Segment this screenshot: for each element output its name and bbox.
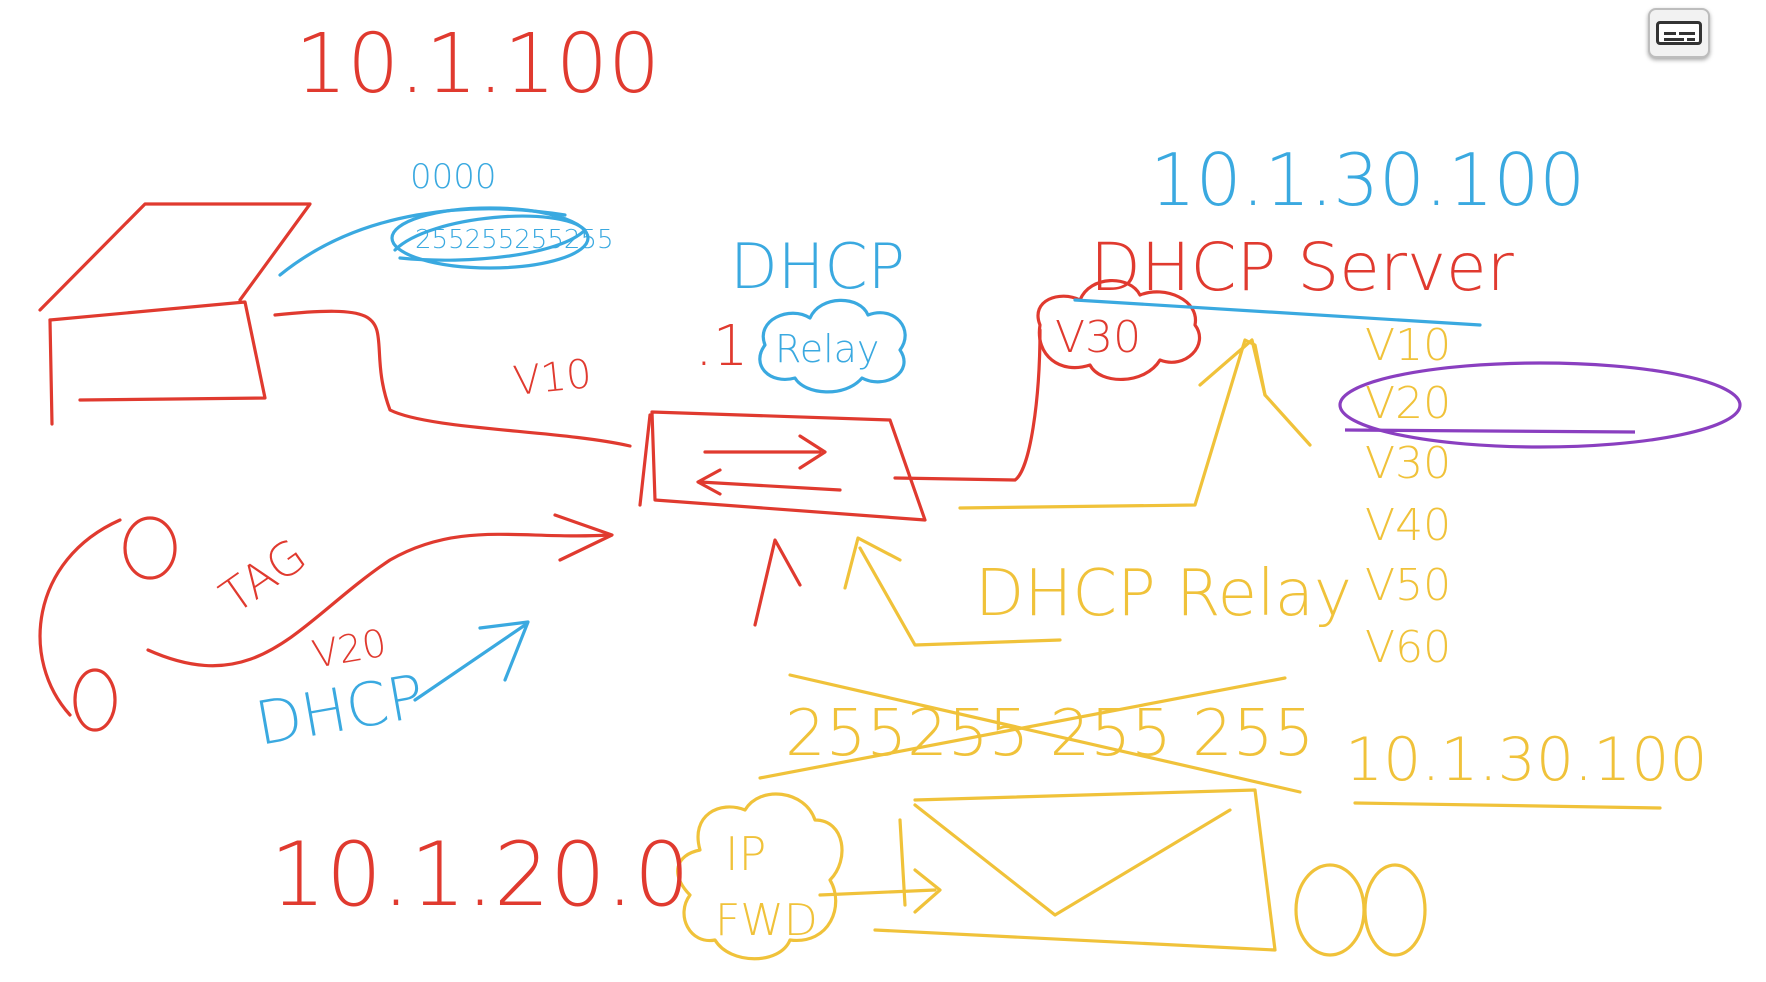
server-ip-yellow-label: 10.1.30.100 — [1345, 725, 1708, 795]
vlan-list-item: V30 — [1365, 438, 1451, 489]
vlan-list-item: V20 — [1365, 378, 1451, 429]
v20-arrowhead — [553, 513, 614, 562]
broadcast-ellipse — [390, 206, 590, 270]
v10-link-line — [273, 309, 632, 448]
dhcp-left-label: DHCP — [250, 661, 429, 759]
ip-fwd-arrow — [818, 888, 937, 897]
closed-captions-button[interactable] — [1648, 8, 1710, 58]
dhcp-server-underline — [1073, 298, 1482, 327]
closed-captions-icon — [1656, 21, 1702, 45]
relay-path-arrow — [1198, 338, 1267, 397]
server-ip-underline — [1353, 801, 1662, 810]
cross-line-1 — [788, 673, 1302, 794]
cross-line-2 — [758, 676, 1287, 780]
dhcp-request-arrow — [413, 623, 527, 702]
ip-fwd-cloud-shape — [676, 792, 844, 961]
envelope-drawing — [873, 788, 1277, 952]
dhcp-top-label: DHCP — [730, 230, 905, 303]
ip-fwd-label-1: IP — [725, 827, 766, 881]
vlan-list: V10 V20 V30 V40 V50 V60 — [1365, 320, 1451, 673]
vlan-list-item: V10 — [1365, 320, 1451, 371]
yellow-oval-1 — [1294, 863, 1366, 957]
trunk-to-v30-line — [893, 328, 1042, 482]
v30-cloud-label: V30 — [1055, 312, 1141, 363]
broadcast-crossed-label: 255255 255 255 — [785, 697, 1314, 771]
vlan-list-item: V60 — [1365, 622, 1451, 673]
relay-cloud-shape — [758, 298, 907, 394]
vlan-list-item: V50 — [1365, 560, 1451, 611]
dhcp-relay-label: DHCP Relay — [975, 557, 1352, 631]
ip-fwd-arrowhead — [913, 868, 942, 914]
relay-cloud-label: Relay — [775, 327, 879, 371]
yellow-oval-2 — [1363, 863, 1427, 957]
v10-label: V10 — [511, 351, 594, 405]
relay-back-line — [858, 546, 1062, 647]
broadcast-ellipse-2 — [393, 214, 587, 262]
relay-back-arrowhead — [843, 536, 902, 590]
voice-subnet-label: 10.1.20.0 — [270, 823, 690, 926]
ip-fwd-label-2: FWD — [715, 895, 818, 946]
v20-highlight-underline — [1344, 428, 1636, 434]
phone-drawing — [38, 516, 177, 732]
subnet-top-label: 10.1.100 — [295, 17, 660, 112]
up-arrow — [753, 538, 802, 627]
vlan-list-item: V40 — [1365, 500, 1451, 551]
dhcp-server-label: DHCP Server — [1090, 229, 1515, 306]
v20-tagged-link-line — [146, 532, 612, 668]
dhcp-request-arrowhead — [478, 620, 530, 682]
tag-label: TAG — [210, 528, 315, 624]
laptop-drawing — [38, 202, 312, 426]
broadcast-blue-top-label: 0000 — [410, 157, 497, 197]
switch-drawing — [638, 410, 927, 522]
server-ip-label: 10.1.30.100 — [1150, 138, 1585, 222]
broadcast-blue-label: 255255255255 — [415, 225, 614, 255]
gateway-dot-one-label: .1 — [695, 314, 748, 379]
v20-highlight-ellipse — [1338, 361, 1742, 449]
